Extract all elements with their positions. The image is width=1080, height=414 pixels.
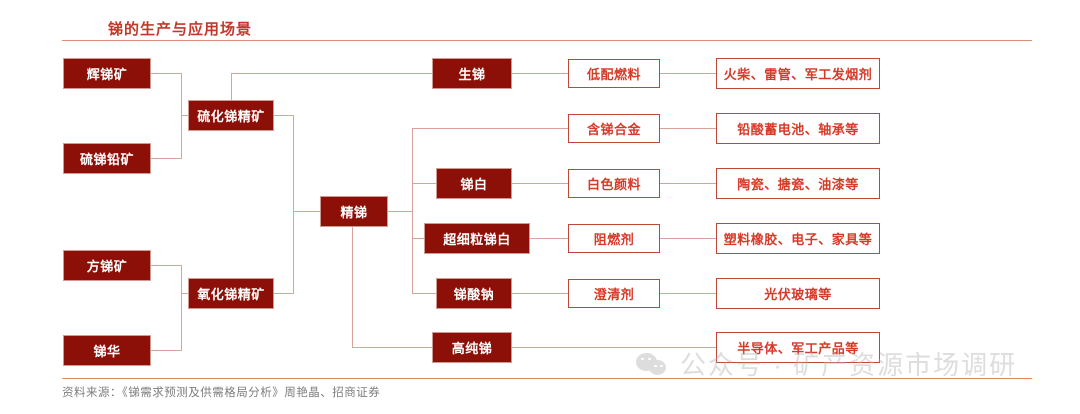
- connector-sulfide-out: [273, 115, 294, 116]
- node-label: 半导体、军工产品等: [737, 341, 859, 356]
- node-low-grade-fuel[interactable]: 低配燃料: [568, 59, 660, 88]
- connector-to-sodium-antimonate: [412, 293, 436, 294]
- connector-ultrafine-to-retardant: [530, 238, 568, 239]
- connector-lead-antimony: [150, 158, 181, 159]
- node-label: 生锑: [458, 67, 486, 82]
- node-sodium-antimonate[interactable]: 锑酸钠: [436, 278, 512, 309]
- connector-clarifier-to-pvglass: [660, 293, 716, 294]
- connector-ore-trunk-1: [181, 73, 182, 159]
- node-label: 塑料橡胶、电子、家具等: [723, 232, 873, 247]
- node-high-purity-antimony[interactable]: 高纯锑: [432, 332, 512, 363]
- node-label: 高纯锑: [451, 341, 493, 356]
- page-title: 锑的生产与应用场景: [108, 22, 253, 38]
- connector-highpurity-to-semiconductor: [512, 347, 716, 348]
- node-white-pigment[interactable]: 白色颜料: [568, 169, 660, 198]
- source-note: 资料来源：《锑需求预测及供需格局分析》周艳晶、招商证券: [62, 387, 381, 399]
- node-label: 精锑: [340, 205, 368, 220]
- node-app-matches[interactable]: 火柴、雷管、军工发烟剂: [716, 58, 880, 89]
- node-lead-antimony-ore[interactable]: 硫锑铅矿: [63, 143, 151, 174]
- connector-fuel-to-matches: [660, 73, 716, 74]
- connector-oxide-out: [273, 293, 294, 294]
- connector-cervantite: [150, 350, 181, 351]
- connector-to-antimony-white: [412, 183, 436, 184]
- connector-to-refined: [293, 211, 320, 212]
- connector-pigment-to-ceramics: [660, 183, 716, 184]
- node-refined-antimony[interactable]: 精锑: [320, 196, 388, 227]
- node-label: 硫锑铅矿: [79, 152, 134, 167]
- connector-to-oxide-conc: [181, 293, 189, 294]
- connector-refined-down: [352, 226, 353, 347]
- node-label: 超细粒锑白: [443, 232, 511, 247]
- footer-divider: [62, 378, 1032, 379]
- node-stibnite[interactable]: 辉锑矿: [63, 58, 151, 89]
- node-label: 辉锑矿: [86, 67, 128, 82]
- connector-senarmontite: [150, 265, 181, 266]
- connector-to-sulfide-conc: [181, 115, 189, 116]
- connector-stibnite: [150, 73, 181, 74]
- connector-conc-trunk: [293, 115, 294, 294]
- connector-to-high-purity: [352, 347, 432, 348]
- node-app-pv-glass[interactable]: 光伏玻璃等: [716, 278, 880, 309]
- wechat-icon: [636, 351, 670, 377]
- node-oxide-concentrate[interactable]: 氧化锑精矿: [188, 278, 274, 309]
- node-clarifier[interactable]: 澄清剂: [568, 279, 660, 308]
- node-app-ceramics[interactable]: 陶瓷、搪瓷、油漆等: [716, 168, 880, 199]
- node-flame-retardant[interactable]: 阻燃剂: [568, 224, 660, 253]
- connector-alloy-to-battery: [660, 128, 716, 129]
- title-divider: [62, 40, 1032, 41]
- node-label: 火柴、雷管、军工发烟剂: [723, 67, 873, 82]
- node-ultrafine-antimony-white[interactable]: 超细粒锑白: [424, 223, 530, 254]
- node-label: 低配燃料: [586, 67, 641, 82]
- connector-retardant-to-plastics: [660, 238, 716, 239]
- connector-sulfide-up: [231, 73, 232, 101]
- connector-refined-out: [388, 211, 413, 212]
- node-app-plastics[interactable]: 塑料橡胶、电子、家具等: [716, 223, 880, 254]
- node-label: 锑白: [460, 177, 488, 192]
- node-sulfide-concentrate[interactable]: 硫化锑精矿: [188, 100, 274, 131]
- connector-white-to-pigment: [512, 183, 568, 184]
- connector-sodium-to-clarifier: [512, 293, 568, 294]
- node-crude-antimony[interactable]: 生锑: [432, 58, 512, 89]
- connector-crude-to-fuel: [512, 73, 568, 74]
- node-label: 陶瓷、搪瓷、油漆等: [737, 177, 859, 192]
- node-label: 白色颜料: [586, 177, 641, 192]
- node-cervantite[interactable]: 锑华: [63, 335, 151, 366]
- node-antimony-white[interactable]: 锑白: [436, 168, 512, 199]
- node-app-semiconductor[interactable]: 半导体、军工产品等: [716, 332, 880, 363]
- node-label: 澄清剂: [593, 287, 635, 302]
- node-senarmontite[interactable]: 方锑矿: [63, 250, 151, 281]
- connector-to-ultrafine-white: [412, 238, 424, 239]
- connector-sulfide-to-crude: [231, 73, 432, 74]
- connector-to-antimony-alloy: [412, 128, 568, 129]
- node-label: 锑华: [93, 344, 121, 359]
- node-label: 阻燃剂: [593, 232, 635, 247]
- node-label: 光伏玻璃等: [764, 287, 832, 302]
- connector-ore-trunk-2: [181, 265, 182, 351]
- connector-refined-trunk: [412, 128, 413, 294]
- node-antimony-alloy[interactable]: 含锑合金: [568, 114, 660, 143]
- node-label: 锑酸钠: [453, 287, 495, 302]
- node-label: 硫化锑精矿: [197, 109, 265, 124]
- node-app-battery[interactable]: 铅酸蓄电池、轴承等: [716, 113, 880, 144]
- node-label: 方锑矿: [86, 259, 128, 274]
- node-label: 铅酸蓄电池、轴承等: [737, 122, 859, 137]
- node-label: 氧化锑精矿: [197, 287, 265, 302]
- node-label: 含锑合金: [586, 122, 641, 137]
